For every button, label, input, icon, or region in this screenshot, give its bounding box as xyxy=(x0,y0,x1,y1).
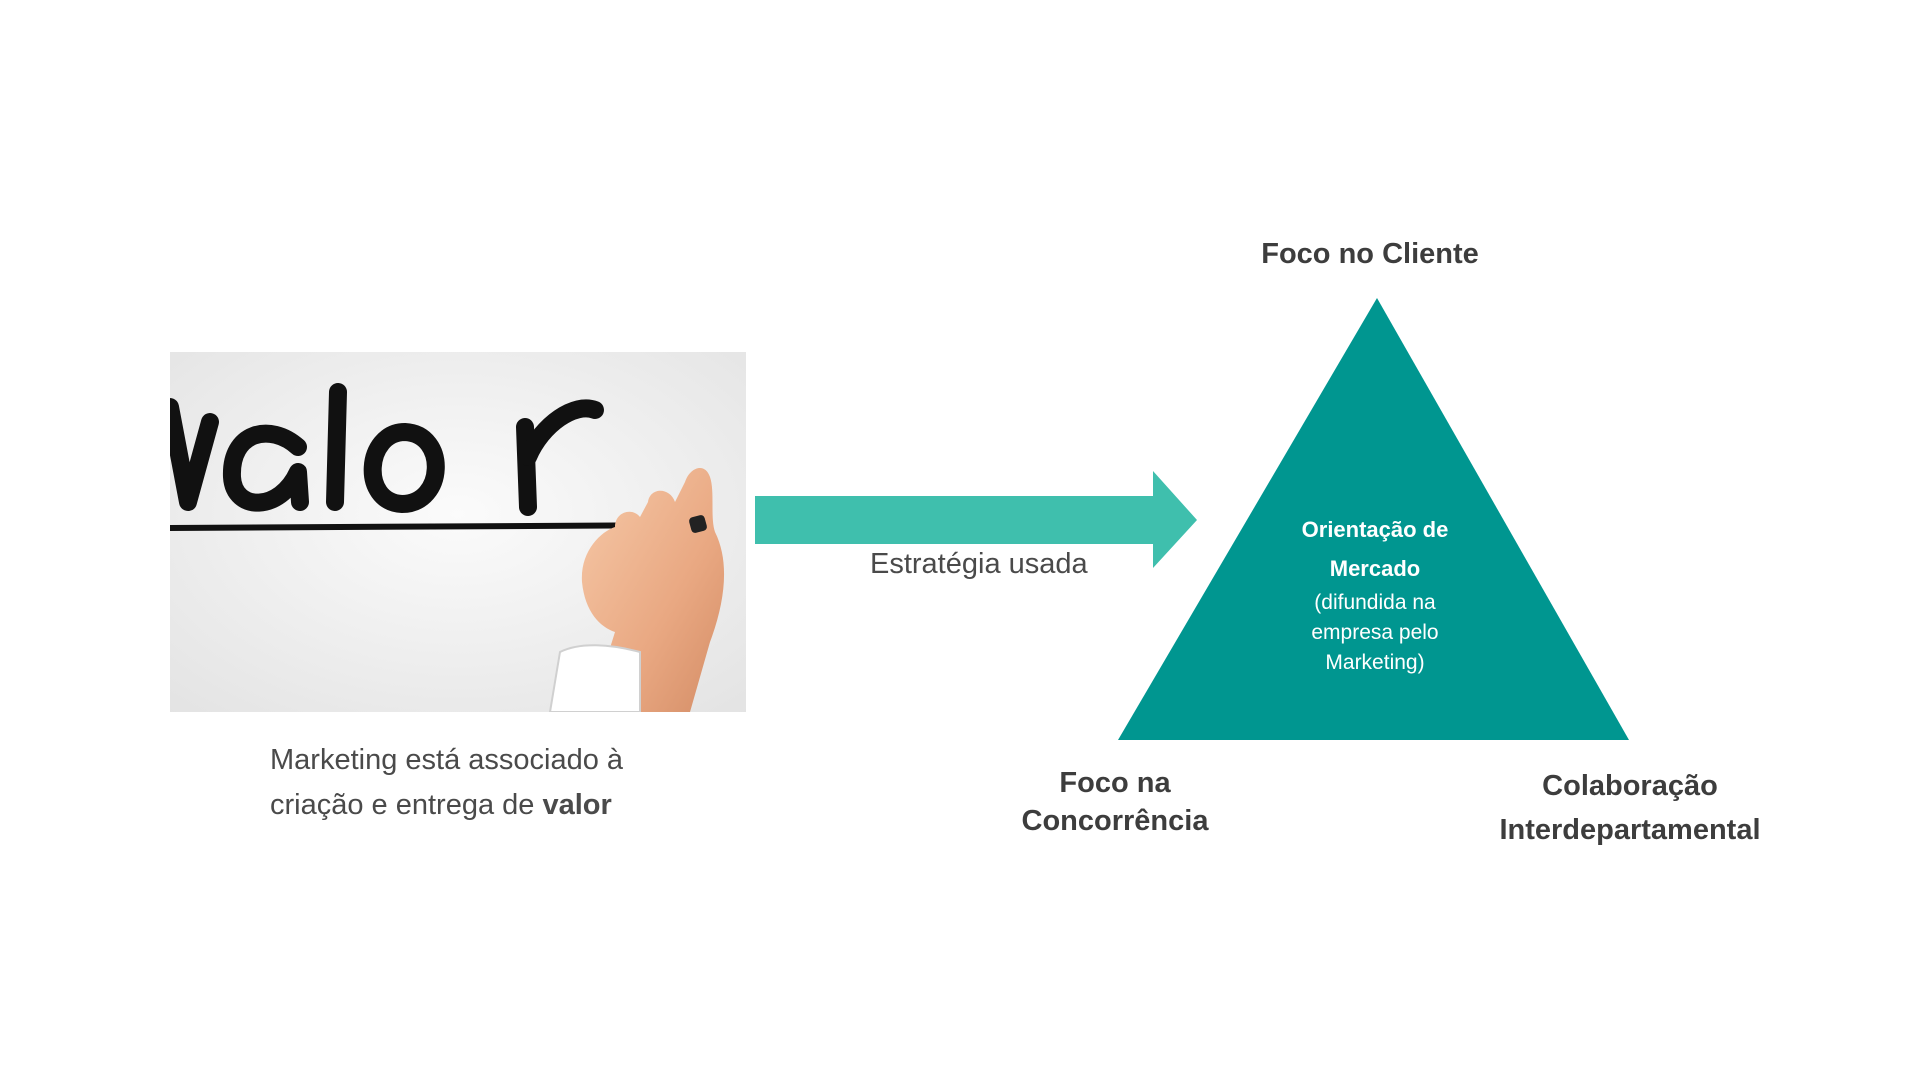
image-caption: Marketing está associado à criação e ent… xyxy=(270,738,710,828)
center-sub-line2: empresa pelo xyxy=(1311,621,1439,644)
vertex-label-left: Foco na Concorrência xyxy=(1000,764,1230,840)
caption-line2-bold: valor xyxy=(542,789,612,821)
vertex-label-right: Colaboração Interdepartamental xyxy=(1470,764,1790,852)
right-label-line2: Interdepartamental xyxy=(1499,814,1761,846)
left-label-line2: Concorrência xyxy=(1021,805,1209,837)
center-title-line1: Orientação de xyxy=(1301,517,1449,542)
triangle-center-text: Orientação de Mercado (difundida na empr… xyxy=(1260,510,1490,678)
center-sub-line3: Marketing) xyxy=(1325,651,1425,674)
caption-line2-text: criação e entrega de xyxy=(270,789,543,821)
center-title-line2: Mercado xyxy=(1329,556,1421,581)
valor-handwriting-image xyxy=(170,352,746,712)
center-title: Orientação de Mercado xyxy=(1260,510,1490,588)
arrow-label: Estratégia usada xyxy=(870,548,1088,580)
caption-line1: Marketing está associado à xyxy=(270,744,624,776)
underline-stroke xyxy=(170,522,703,531)
handwritten-word-valor xyxy=(170,383,604,516)
center-subtitle: (difundida na empresa pelo Marketing) xyxy=(1260,588,1490,678)
right-label-line1: Colaboração xyxy=(1542,770,1718,802)
left-label-line1: Foco na xyxy=(1059,767,1171,799)
market-orientation-triangle xyxy=(1118,298,1629,740)
hand-icon xyxy=(548,467,725,712)
center-sub-line1: (difundida na xyxy=(1314,591,1436,614)
flow-arrow xyxy=(755,471,1197,568)
vertex-label-top: Foco no Cliente xyxy=(1261,238,1479,270)
